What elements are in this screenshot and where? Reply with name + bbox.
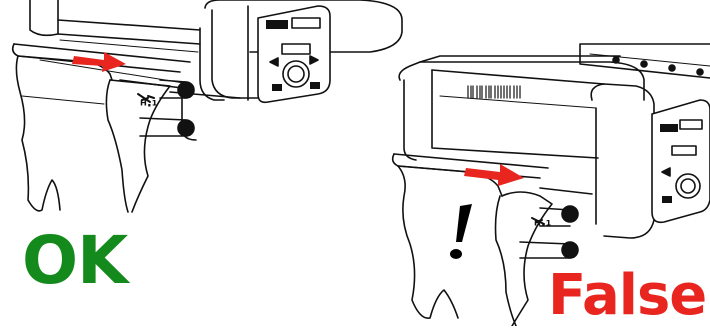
ok-label: OK — [22, 228, 127, 294]
left-printer: ᴴ·¹ — [13, 0, 402, 212]
svg-text:ᴴ·¹: ᴴ·¹ — [534, 219, 551, 234]
false-label: False — [548, 268, 706, 324]
svg-text:ᴴ·¹: ᴴ·¹ — [140, 99, 157, 114]
exclamation-icon — [450, 204, 472, 259]
